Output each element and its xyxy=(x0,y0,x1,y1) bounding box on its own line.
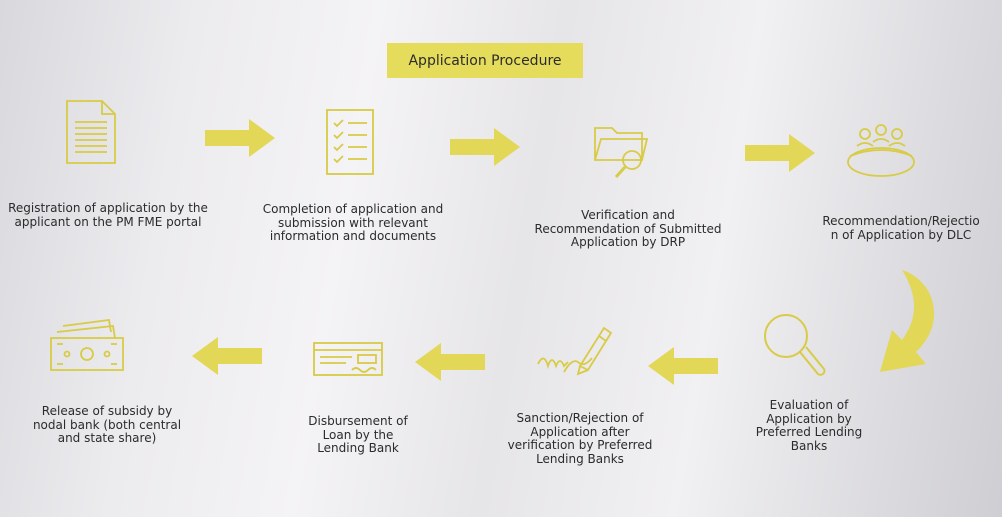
flow-arrow-right xyxy=(450,128,520,170)
flow-arrow-right xyxy=(205,119,275,161)
flow-arrow-curved-down xyxy=(870,268,944,384)
magnifier-icon xyxy=(762,312,828,380)
flow-arrow-left xyxy=(648,347,718,389)
document-icon xyxy=(64,98,118,166)
banknotes-icon xyxy=(49,318,125,374)
signature-pen-icon xyxy=(536,322,614,384)
flow-arrow-right xyxy=(745,134,815,176)
flow-arrow-left xyxy=(415,343,485,385)
meeting-table-icon xyxy=(846,122,916,180)
cheque-icon xyxy=(312,341,384,377)
checklist-icon xyxy=(325,108,375,176)
folder-search-icon xyxy=(592,122,652,182)
diagram-title: Application Procedure xyxy=(387,43,583,78)
flow-arrow-left xyxy=(192,337,262,379)
